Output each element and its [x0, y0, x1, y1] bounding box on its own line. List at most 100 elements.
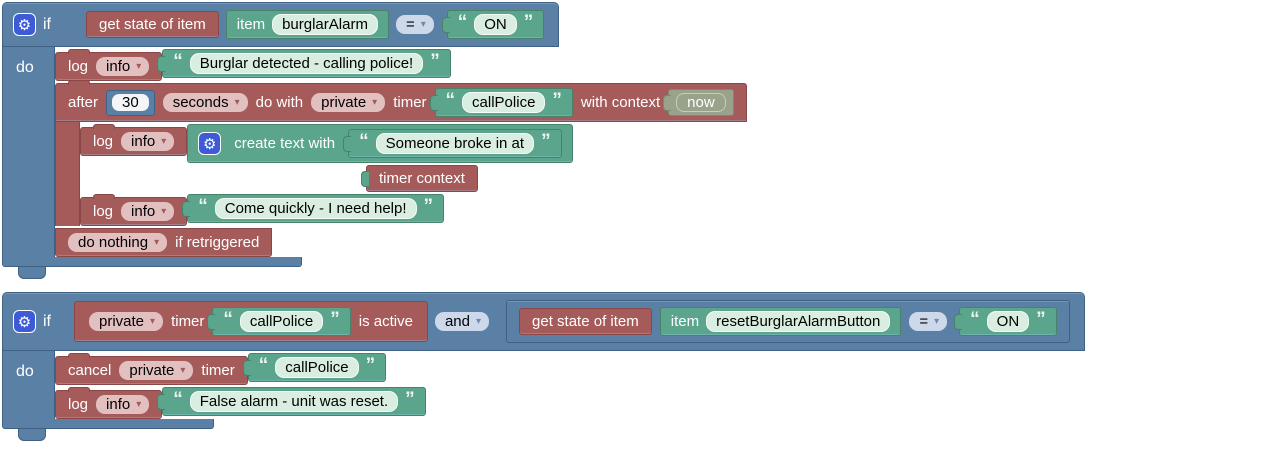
rule1-footer: [2, 257, 302, 267]
statement-row: log info ▾ “ Burglar detected - calling …: [55, 49, 451, 81]
open-quote-icon: “: [359, 131, 369, 152]
dropdown-arrow-icon: ▾: [372, 96, 378, 108]
comparison-subblock[interactable]: get state of item item resetBurglarAlarm…: [506, 300, 1070, 343]
log-level-dropdown[interactable]: info ▾: [121, 202, 175, 221]
retrigger-policy-dropdown[interactable]: do nothing ▾: [68, 233, 168, 252]
time-unit-dropdown[interactable]: seconds ▾: [162, 93, 248, 112]
log-label: log: [68, 58, 89, 75]
timer-scope-dropdown[interactable]: private ▾: [119, 361, 194, 380]
after-timer-header[interactable]: after 30 seconds ▾ do with private ▾: [55, 80, 747, 122]
dropdown-arrow-icon: ▾: [136, 60, 142, 72]
log-label: log: [68, 396, 89, 413]
combine-value: and: [444, 313, 470, 330]
text-block-timer-name[interactable]: “ callPolice ”: [247, 353, 387, 382]
timer-name-field[interactable]: callPolice: [275, 357, 359, 378]
timer-name-field[interactable]: callPolice: [239, 311, 324, 332]
time-unit-value: seconds: [172, 94, 229, 111]
retrigger-policy-footer[interactable]: do nothing ▾ if retriggered: [55, 228, 273, 257]
gear-icon[interactable]: ⚙: [13, 310, 36, 333]
rule1-if-block[interactable]: ⚙ if get state of item item burglarAlarm…: [2, 2, 747, 279]
timer-name-field[interactable]: callPolice: [462, 92, 546, 113]
message-text-field[interactable]: False alarm - unit was reset.: [189, 391, 399, 412]
item-name-field[interactable]: burglarAlarm: [272, 14, 378, 35]
log-level-dropdown[interactable]: info ▾: [96, 57, 150, 76]
item-name-field[interactable]: resetBurglarAlarmButton: [706, 311, 891, 332]
text-block-state[interactable]: “ ON ”: [446, 10, 545, 39]
create-text-block[interactable]: ⚙ create text with “ Someone broke in at…: [187, 124, 573, 163]
timer-is-active-block[interactable]: private ▾ timer “ callPolice ” is active: [74, 301, 428, 342]
log-level-value: info: [131, 133, 156, 150]
context-value-field[interactable]: now: [676, 93, 726, 112]
gear-icon[interactable]: ⚙: [198, 132, 222, 155]
timer-label: timer: [201, 362, 235, 379]
close-quote-icon: ”: [430, 51, 440, 72]
text-part-field[interactable]: Someone broke in at: [375, 133, 535, 154]
state-text-field[interactable]: ON: [986, 311, 1030, 332]
dropdown-arrow-icon: ▾: [420, 18, 426, 30]
open-quote-icon: “: [457, 12, 468, 33]
dropdown-arrow-icon: ▾: [161, 135, 167, 147]
log-block[interactable]: log info ▾: [55, 49, 163, 81]
log-block[interactable]: log info ▾: [55, 387, 163, 419]
rule2-if-block[interactable]: ⚙ if private ▾ timer “ callPolice ” is a…: [2, 292, 1085, 441]
timer-scope-dropdown[interactable]: private ▾: [311, 93, 386, 112]
text-block-part1[interactable]: “ Someone broke in at ”: [348, 129, 562, 158]
state-text-field[interactable]: ON: [474, 14, 517, 35]
log-block[interactable]: log info ▾: [80, 124, 188, 156]
rule1-if-header[interactable]: ⚙ if get state of item item burglarAlarm…: [2, 2, 560, 47]
gear-icon[interactable]: ⚙: [13, 13, 36, 36]
number-block[interactable]: 30: [106, 89, 155, 116]
close-quote-icon: ”: [552, 90, 562, 111]
text-block-message[interactable]: “ Burglar detected - calling police! ”: [162, 49, 451, 78]
if-label: if: [43, 15, 51, 33]
get-state-label: get state of item: [532, 313, 639, 330]
with-context-label: with context: [580, 94, 661, 111]
text-block-message[interactable]: “ False alarm - unit was reset. ”: [162, 387, 426, 416]
log-label: log: [93, 203, 114, 220]
timer-label: timer: [171, 313, 205, 330]
dropdown-arrow-icon: ▾: [476, 315, 482, 327]
comparison-operator-dropdown[interactable]: = ▾: [909, 312, 948, 331]
item-block[interactable]: item resetBurglarAlarmButton: [659, 307, 902, 336]
close-quote-icon: ”: [523, 12, 534, 33]
rule2-do-spine: do: [2, 351, 55, 419]
log-level-dropdown[interactable]: info ▾: [121, 132, 175, 151]
log-level-dropdown[interactable]: info ▾: [96, 395, 150, 414]
logic-combine-dropdown[interactable]: and ▾: [434, 312, 490, 331]
comparison-operator-dropdown[interactable]: = ▾: [395, 15, 434, 34]
rule2-if-header[interactable]: ⚙ if private ▾ timer “ callPolice ” is a…: [2, 292, 1085, 351]
close-quote-icon: ”: [541, 131, 551, 152]
log-block[interactable]: log info ▾: [80, 194, 188, 226]
timer-context-block[interactable]: timer context: [366, 165, 478, 192]
create-text-label: create text with: [234, 135, 336, 152]
text-block-timer-name[interactable]: “ callPolice ”: [434, 88, 573, 117]
operator-value: =: [919, 313, 929, 330]
rule2-footer: [2, 419, 214, 429]
dropdown-arrow-icon: ▾: [180, 364, 186, 376]
timer-scope-dropdown[interactable]: private ▾: [89, 312, 164, 331]
get-state-of-item-block[interactable]: get state of item: [86, 11, 219, 38]
close-quote-icon: ”: [365, 355, 376, 376]
item-label: item: [670, 313, 700, 330]
statement-row: log info ▾ “ False alarm - unit was rese…: [55, 387, 426, 419]
get-state-of-item-block[interactable]: get state of item: [519, 308, 652, 335]
operator-value: =: [405, 16, 415, 33]
context-shadow-block[interactable]: now: [668, 89, 734, 116]
close-quote-icon: ”: [405, 389, 415, 410]
open-quote-icon: “: [258, 355, 269, 376]
rule1-do-spine: do: [2, 47, 55, 257]
if-label: if: [43, 312, 51, 330]
text-block-state[interactable]: “ ON ”: [959, 307, 1057, 336]
cancel-timer-block[interactable]: cancel private ▾ timer: [55, 353, 248, 385]
after-timer-block[interactable]: after 30 seconds ▾ do with private ▾: [55, 80, 747, 257]
open-quote-icon: “: [445, 90, 456, 111]
message-text-field[interactable]: Burglar detected - calling police!: [189, 53, 424, 74]
delay-number-field[interactable]: 30: [112, 93, 149, 111]
text-block-message[interactable]: “ Come quickly - I need help! ”: [187, 194, 445, 223]
message-text-field[interactable]: Come quickly - I need help!: [214, 198, 417, 219]
text-block-timer-name[interactable]: “ callPolice ”: [212, 307, 351, 336]
item-block[interactable]: item burglarAlarm: [225, 10, 389, 39]
do-label: do: [16, 363, 34, 380]
open-quote-icon: “: [173, 389, 183, 410]
